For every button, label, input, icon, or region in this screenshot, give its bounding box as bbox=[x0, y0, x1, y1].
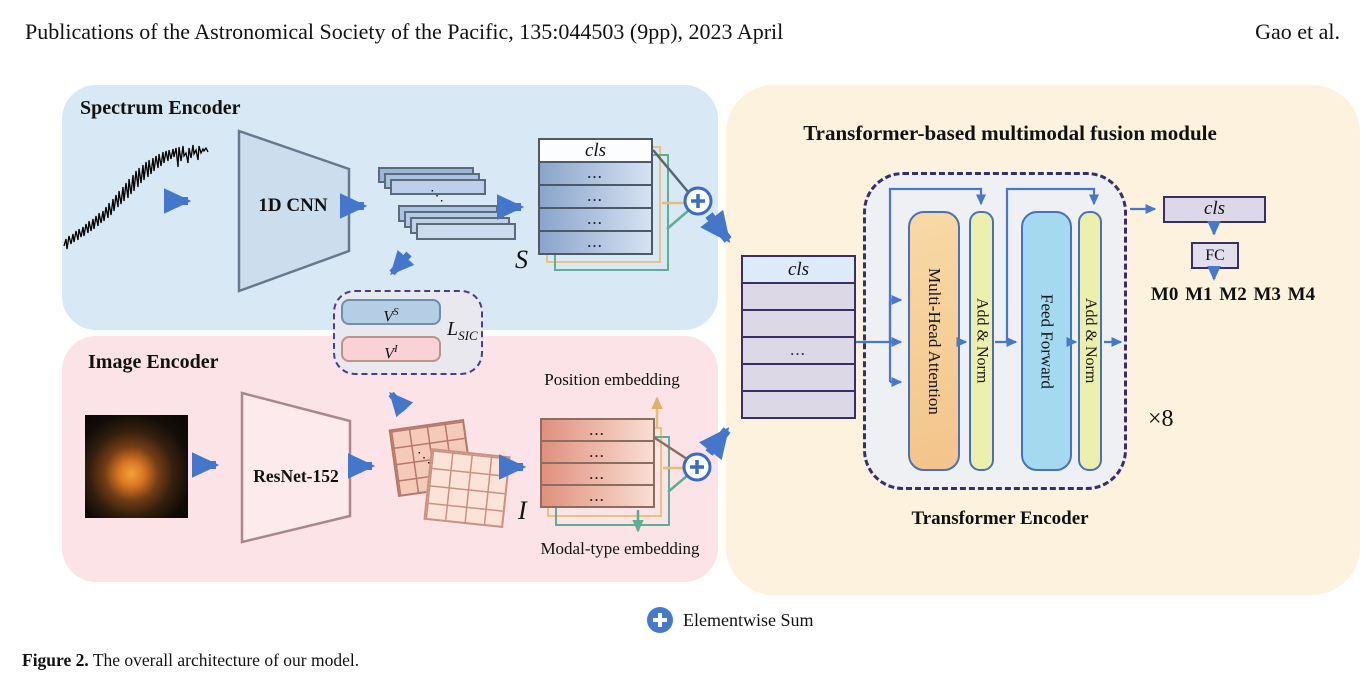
feed-forward-block: Feed Forward bbox=[1021, 211, 1072, 471]
patch-grid-ellipsis: ⋱ bbox=[417, 451, 431, 466]
sic-loss-box: VS VI LSIC bbox=[333, 290, 483, 375]
vs-base: V bbox=[383, 308, 394, 326]
class-outputs-label: M0 M1 M2 M3 M4 bbox=[1150, 284, 1316, 305]
spectrum-curve bbox=[63, 144, 209, 250]
caption-prefix: Figure 2. bbox=[22, 650, 89, 670]
spectrum-encoder-title: Spectrum Encoder bbox=[80, 97, 241, 119]
loss-sub: SIC bbox=[458, 328, 478, 343]
feature-map-ellipsis: ⋱ bbox=[430, 189, 444, 204]
add-norm-block: Add & Norm bbox=[969, 211, 994, 471]
transformer-encoder-label: Transformer Encoder bbox=[911, 508, 1089, 529]
image-matrix-label: I bbox=[518, 496, 527, 525]
token-row: ... bbox=[587, 235, 604, 250]
legend-sum-label: Elementwise Sum bbox=[683, 610, 814, 630]
spectrum-token-stack: cls ... ... ... ... bbox=[538, 138, 669, 271]
cls-token: cls bbox=[787, 259, 810, 280]
multi-head-attention-block: Multi-Head Attention bbox=[908, 211, 960, 471]
resnet-label: ResNet-152 bbox=[253, 466, 339, 486]
sic-loss-label: LSIC bbox=[447, 318, 478, 344]
legend-sum-icon bbox=[647, 607, 673, 633]
token-row bbox=[741, 309, 856, 338]
token-row: ... bbox=[587, 189, 604, 204]
cnn-label: 1D CNN bbox=[258, 195, 328, 216]
repeat-count-label: ×8 bbox=[1148, 406, 1174, 432]
position-embedding-label: Position embedding bbox=[544, 370, 680, 389]
vs-sup: S bbox=[393, 306, 399, 318]
token-row: ... bbox=[589, 488, 606, 504]
fusion-module-title: Transformer-based multimodal fusion modu… bbox=[803, 121, 1217, 145]
modal-embedding-label: Modal-type embedding bbox=[540, 539, 700, 558]
galaxy-image bbox=[85, 415, 188, 518]
token-row: ... bbox=[589, 422, 606, 438]
cnn-trapezoid bbox=[237, 129, 351, 293]
token-row: ... bbox=[589, 466, 606, 482]
feature-map-bar bbox=[390, 179, 486, 195]
spectrum-matrix-label: S bbox=[515, 245, 528, 274]
resnet-trapezoid bbox=[240, 391, 353, 544]
output-cls-box: cls bbox=[1163, 196, 1266, 223]
loss-base: L bbox=[447, 318, 459, 340]
vi-base: V bbox=[384, 345, 395, 363]
caption-text: The overall architecture of our model. bbox=[88, 650, 360, 670]
cls-token: cls bbox=[1203, 198, 1226, 219]
token-row: ... bbox=[587, 166, 604, 181]
token-row: ... bbox=[790, 343, 807, 358]
image-encoder-title: Image Encoder bbox=[88, 351, 219, 373]
token-row bbox=[741, 390, 856, 419]
token-row: ... bbox=[587, 212, 604, 227]
token-row: ... bbox=[589, 444, 606, 460]
vi-sup: I bbox=[394, 343, 398, 355]
spectrum-embedding-vector: VS bbox=[341, 299, 441, 325]
token-row bbox=[741, 282, 856, 311]
feature-map-bar bbox=[416, 223, 516, 240]
spectrum-plot bbox=[62, 140, 210, 262]
fc-box: FC bbox=[1191, 242, 1239, 269]
image-embedding-vector: VI bbox=[341, 336, 441, 362]
author-header: Gao et al. bbox=[1255, 19, 1340, 44]
token-row bbox=[741, 363, 856, 392]
journal-header: Publications of the Astronomical Society… bbox=[25, 19, 784, 44]
patch-grid bbox=[423, 448, 511, 528]
cls-token: cls bbox=[584, 140, 607, 161]
image-token-stack: ... ... ... ... bbox=[540, 418, 670, 526]
figure-caption: Figure 2. The overall architecture of ou… bbox=[22, 650, 359, 671]
add-norm-block: Add & Norm bbox=[1078, 211, 1102, 471]
fusion-token-stack: cls ... bbox=[741, 255, 856, 419]
